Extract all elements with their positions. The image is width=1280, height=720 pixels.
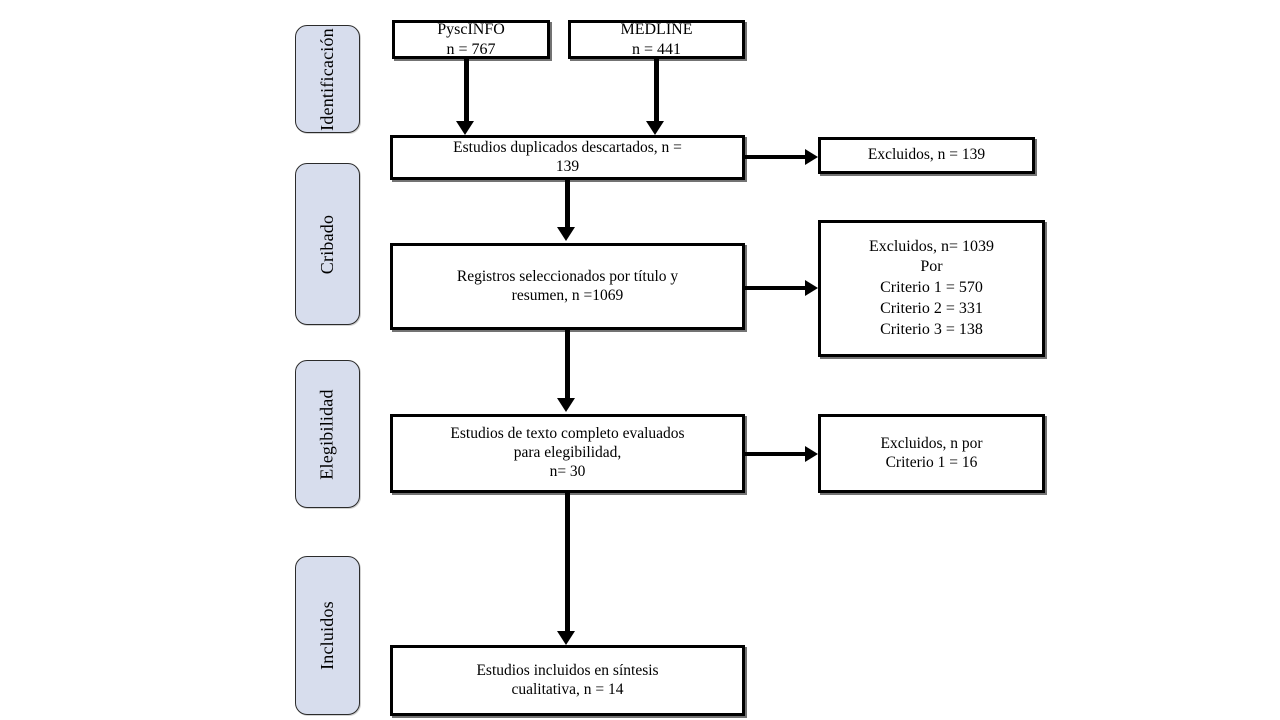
arrowhead-screened-to-fulltext — [557, 398, 575, 412]
connector-duplicates-to-screened — [565, 180, 570, 229]
connector-duplicates-to-excluded — [745, 155, 807, 159]
node-box-duplicates-text: Estudios duplicados descartados, n = 139 — [453, 138, 682, 175]
stage-tab-incluidos-label: Incluidos — [317, 601, 338, 670]
exclusion-box-screening-text: Excluidos, n= 1039 Por Criterio 1 = 570 … — [868, 237, 994, 338]
stage-tab-cribado: Cribado — [295, 163, 360, 325]
stage-tab-identificacion-label: Identificación — [317, 27, 337, 131]
exclusion-box-duplicates-text: Excluidos, n = 139 — [867, 146, 986, 164]
stage-tab-elegibilidad: Elegibilidad — [295, 360, 360, 508]
arrowhead-pyscinfo-to-duplicates — [456, 121, 474, 135]
node-box-included-text: Estudios incluidos en síntesis cualitati… — [476, 661, 659, 698]
node-box-fulltext-text: Estudios de texto completo evaluados par… — [450, 425, 685, 480]
arrowhead-duplicates-to-excluded — [805, 149, 818, 165]
exclusion-box-eligibility-text: Excluidos, n por Criterio 1 = 16 — [880, 434, 983, 471]
stage-tab-cribado-label: Cribado — [316, 214, 337, 274]
exclusion-box-duplicates: Excluidos, n = 139 — [818, 137, 1035, 174]
connector-pyscinfo-to-duplicates — [464, 59, 469, 123]
connector-medline-to-duplicates — [654, 59, 659, 123]
arrowhead-fulltext-to-excluded — [805, 446, 818, 462]
connector-screened-to-fulltext — [565, 330, 570, 400]
exclusion-box-eligibility: Excluidos, n por Criterio 1 = 16 — [818, 414, 1045, 493]
stage-tab-identificacion: Identificación — [295, 25, 360, 133]
node-box-screened-text: Registros seleccionados por título y res… — [456, 267, 679, 304]
exclusion-box-screening: Excluidos, n= 1039 Por Criterio 1 = 570 … — [818, 220, 1045, 357]
source-box-pyscinfo-text: PyscINFO n = 767 — [437, 20, 505, 58]
stage-tab-elegibilidad-label: Elegibilidad — [317, 388, 338, 480]
node-box-screened: Registros seleccionados por título y res… — [390, 243, 745, 330]
node-box-duplicates: Estudios duplicados descartados, n = 139 — [390, 135, 745, 180]
arrowhead-duplicates-to-screened — [557, 227, 575, 241]
source-box-pyscinfo: PyscINFO n = 767 — [392, 20, 550, 59]
connector-fulltext-to-included — [565, 493, 570, 633]
node-box-fulltext: Estudios de texto completo evaluados par… — [390, 414, 745, 493]
arrowhead-fulltext-to-included — [557, 631, 575, 645]
connector-screened-to-excluded — [745, 286, 807, 290]
source-box-medline-text: MEDLINE n = 441 — [620, 20, 693, 58]
source-box-medline: MEDLINE n = 441 — [568, 20, 745, 59]
stage-tab-incluidos: Incluidos — [295, 556, 360, 715]
connector-fulltext-to-excluded — [745, 452, 807, 456]
arrowhead-screened-to-excluded — [805, 280, 818, 296]
arrowhead-medline-to-duplicates — [646, 121, 664, 135]
node-box-included: Estudios incluidos en síntesis cualitati… — [390, 645, 745, 716]
